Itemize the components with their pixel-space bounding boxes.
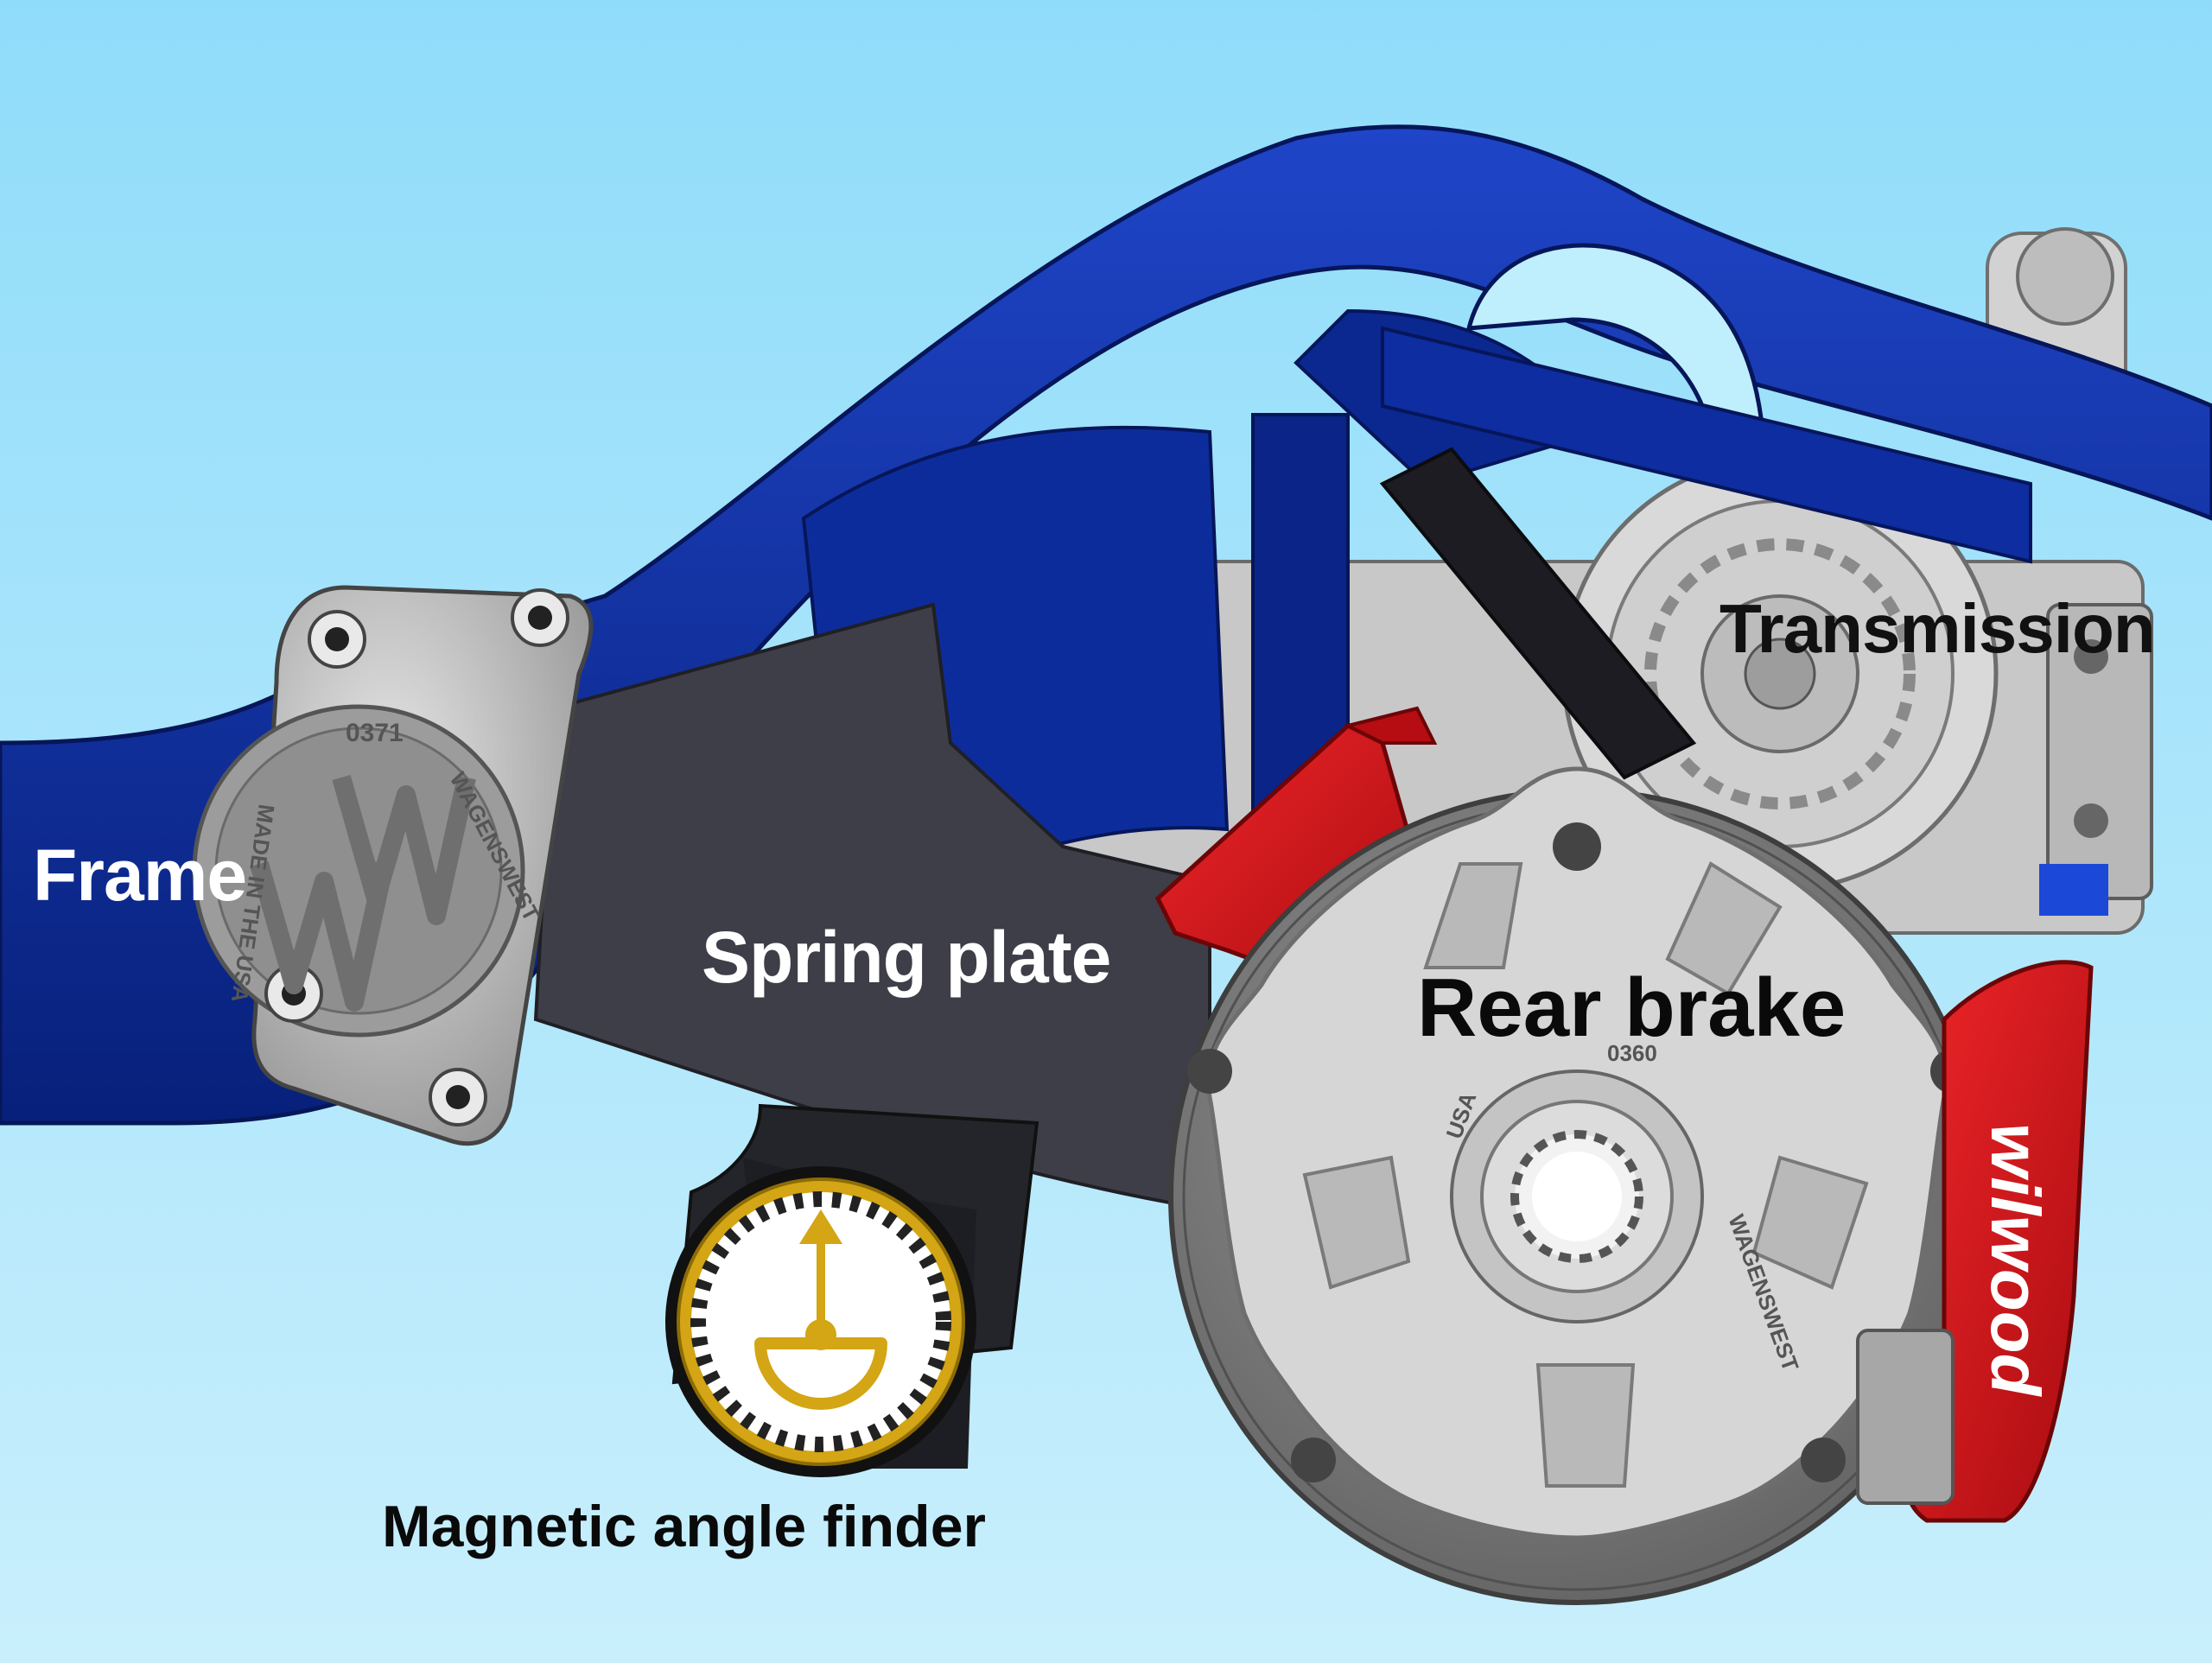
label-rear-brake: Rear brake <box>1417 962 1847 1054</box>
label-spring-plate: Spring plate <box>702 917 1111 998</box>
wheel-hub: 0360 USA WAGENSWEST <box>1187 766 1975 1540</box>
lower-brake-caliper: wilwood <box>1856 960 2094 1523</box>
caliper-brand: wilwood <box>1977 1123 2054 1398</box>
label-magnetic-angle-finder: Magnetic angle finder <box>382 1494 986 1559</box>
label-transmission: Transmission <box>1719 590 2156 667</box>
cover-part-number: 0371 <box>346 719 404 747</box>
hub-part-number: 0360 <box>1607 1040 1657 1066</box>
frame-cover-plate: 0371 WAGENSWEST MADE IN THE USA <box>192 585 594 1146</box>
label-frame: Frame <box>33 835 247 916</box>
magnetic-angle-finder <box>665 1158 976 1477</box>
